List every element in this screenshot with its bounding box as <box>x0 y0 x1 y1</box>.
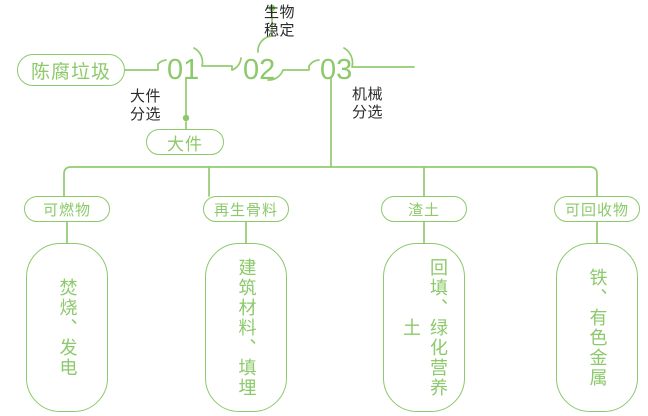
output-pill-bulky[interactable]: 大件 <box>146 129 224 155</box>
stage-number-01: 01 <box>167 54 200 86</box>
destination-text-combustible: 焚烧、发电 <box>57 277 78 378</box>
process-label-mechanical-sorting: 机械 分选 <box>352 86 384 122</box>
category-pill-slag-soil[interactable]: 渣土 <box>381 196 467 222</box>
category-pill-recycled-aggregate[interactable]: 再生骨料 <box>203 196 289 222</box>
destination-box-slag-soil[interactable]: 回填、绿化营养土 <box>383 243 465 412</box>
process-label-bulky-sorting: 大件 分选 <box>130 88 162 124</box>
distribution-bus <box>63 166 598 197</box>
arc-01-right <box>193 47 233 71</box>
wire-02-to-bio <box>257 7 273 53</box>
destination-box-recyclables[interactable]: 铁、有色金属 <box>556 243 638 412</box>
wire-start-to-01 <box>124 63 159 71</box>
destination-text-slag-soil: 回填、绿化营养土 <box>401 257 448 398</box>
arc-03-left <box>308 59 320 67</box>
arc-02-left-in <box>231 57 242 71</box>
start-node-pill[interactable]: 陈腐垃圾 <box>17 54 125 86</box>
destination-text-recycled-aggregate: 建筑材料、填埋 <box>236 257 257 398</box>
arc-01-left <box>157 59 167 65</box>
node-dot-bulky <box>182 114 190 122</box>
destination-text-recyclables: 铁、有色金属 <box>587 267 608 388</box>
arc-02-right <box>267 65 310 81</box>
category-pill-combustible[interactable]: 可燃物 <box>24 196 110 222</box>
arc-03-right <box>343 47 415 68</box>
destination-box-combustible[interactable]: 焚烧、发电 <box>26 243 108 412</box>
stage-number-02: 02 <box>243 54 276 86</box>
stage-number-03: 03 <box>320 54 353 86</box>
node-dot-bio <box>268 4 276 12</box>
category-pill-recyclables[interactable]: 可回收物 <box>554 196 640 222</box>
process-label-bio-stabilization: 生物 稳定 <box>264 4 296 40</box>
destination-box-recycled-aggregate[interactable]: 建筑材料、填埋 <box>205 243 287 412</box>
